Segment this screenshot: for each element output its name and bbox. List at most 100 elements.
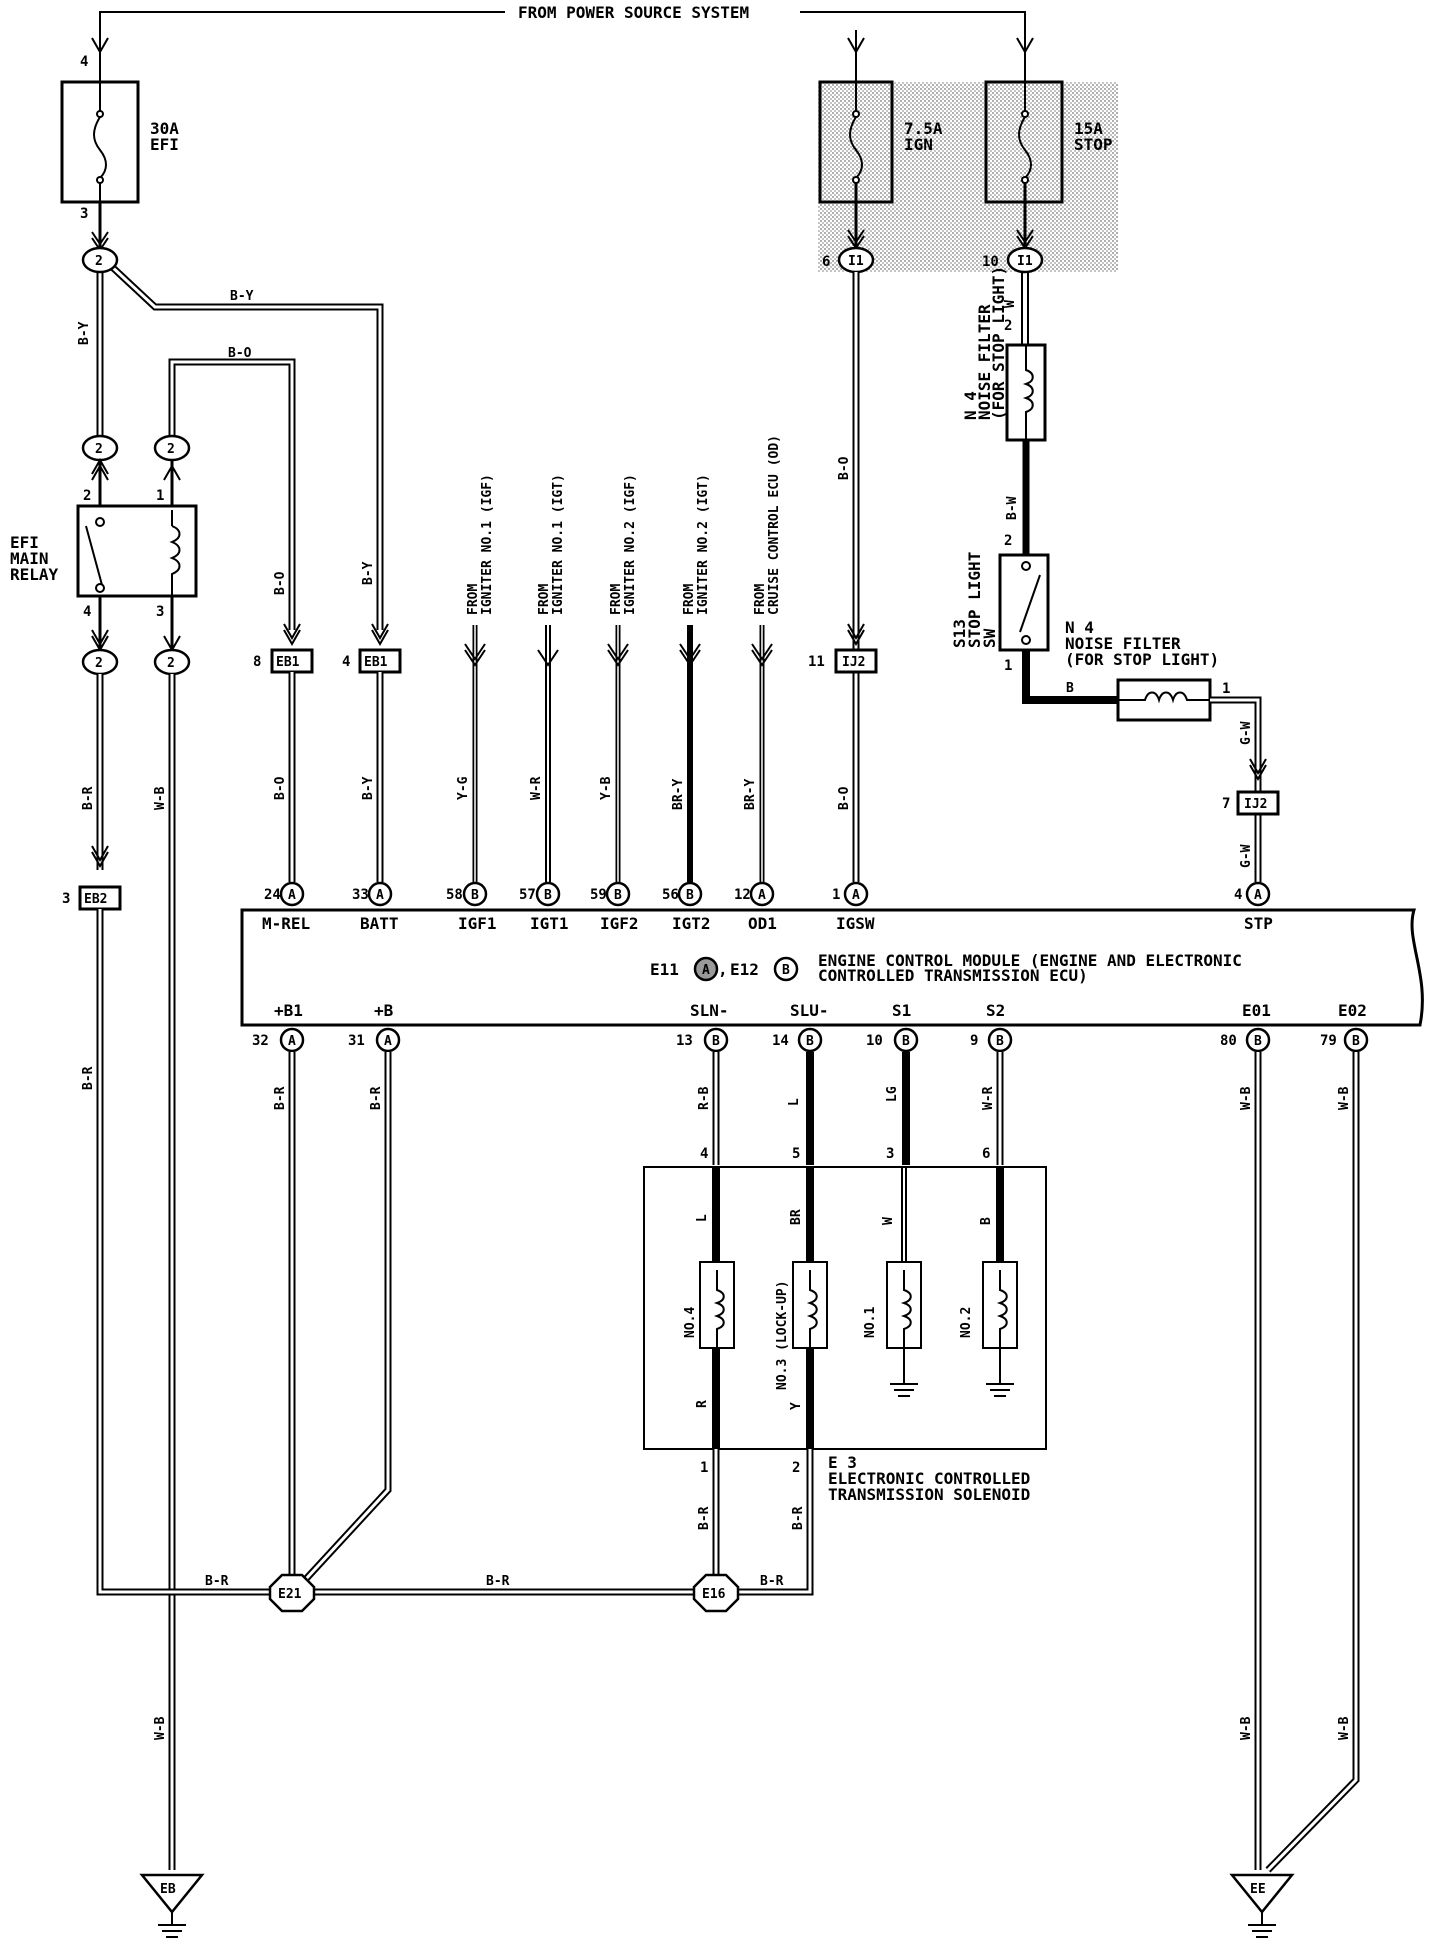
relay-label-1: EFI (10, 533, 39, 552)
svg-text:(FOR STOP LIGHT): (FOR STOP LIGHT) (1065, 650, 1219, 669)
svg-text:B: B (902, 1034, 910, 1049)
ecm-title-line2: CONTROLLED TRANSMISSION ECU) (818, 966, 1088, 985)
svg-text:2: 2 (83, 488, 91, 504)
noise-filter-upper: NOISE FILTER (FOR STOP LIGHT) N 4 (961, 266, 1047, 442)
svg-text:NO.3 (LOCK-UP): NO.3 (LOCK-UP) (775, 1280, 790, 1390)
svg-text:S2: S2 (986, 1001, 1005, 1020)
wire-b-r-e21-e16: B-R (310, 1574, 698, 1596)
svg-text:B-W: B-W (1005, 496, 1020, 520)
svg-text:24: 24 (264, 887, 281, 903)
ecm-pin-stp: A 4 STP (1234, 881, 1273, 933)
svg-text:IJ2: IJ2 (842, 655, 865, 670)
wire-label-bo-eb1: B-O (273, 571, 288, 595)
input-igniter-1-igf: FROM IGNITER NO.1 (IGF) Y-G (456, 474, 495, 882)
svg-text:W-B: W-B (1239, 1086, 1254, 1110)
svg-text:B-R: B-R (760, 1574, 784, 1589)
svg-text:12: 12 (734, 887, 751, 903)
svg-text:(FOR STOP LIGHT): (FOR STOP LIGHT) (989, 266, 1008, 420)
svg-text:R: R (695, 1400, 710, 1408)
ecm-pin-s1: S1 B 10 (866, 1001, 919, 1053)
wire-label-by-top: B-Y (230, 289, 254, 304)
svg-text:W-B: W-B (1239, 1716, 1254, 1740)
svg-text:BR-Y: BR-Y (743, 779, 758, 810)
svg-text:B: B (544, 888, 552, 903)
svg-text:4: 4 (700, 1146, 708, 1162)
svg-text:E12: E12 (730, 960, 759, 979)
wire-w-stop: W 2 (1003, 272, 1029, 345)
svg-text:OD1: OD1 (748, 914, 777, 933)
svg-text:B-Y: B-Y (361, 776, 376, 800)
svg-text:IJ2: IJ2 (1244, 797, 1267, 812)
wire-bo-to-ecm: B-O (273, 672, 296, 882)
svg-text:SLU-: SLU- (790, 1001, 829, 1020)
ecm-pin-igt2: B 56 IGT2 (662, 881, 711, 933)
svg-text:A: A (758, 888, 766, 903)
wire-gw-stop: G-W G-W (1210, 696, 1267, 882)
wire-b-r-eb2-e21: B-R B-R (81, 909, 278, 1596)
svg-text:33: 33 (352, 887, 369, 903)
junction-efi-label: 2 (95, 254, 103, 269)
ecm-pin-batt: A 33 BATT (352, 881, 399, 933)
wire-b-stop: B (1022, 650, 1118, 704)
svg-text:NOISE FILTER: NOISE FILTER (1065, 634, 1181, 653)
svg-text:FROM: FROM (753, 584, 768, 615)
svg-text:IGT2: IGT2 (672, 914, 711, 933)
wire-label-bo-top: B-O (228, 346, 252, 361)
svg-text:E21: E21 (278, 1587, 302, 1602)
svg-text:5: 5 (792, 1146, 800, 1162)
svg-text:A: A (852, 888, 860, 903)
wire-by-to-ecm: B-Y (361, 672, 384, 882)
wire-wb-e02: W-B W-B (1265, 1052, 1360, 1873)
svg-text:W-R: W-R (529, 776, 544, 800)
svg-text:15A: 15A (1074, 119, 1103, 138)
efi-fuse-pin-out: 3 (80, 206, 88, 222)
wire-b-r-relay: B-R (81, 674, 109, 870)
wire-bo-ign: B-O B-O (837, 272, 865, 882)
svg-text:L: L (787, 1098, 802, 1106)
svg-text:IGNITER NO.2 (IGF): IGNITER NO.2 (IGF) (623, 474, 638, 615)
svg-text:+B1: +B1 (274, 1001, 303, 1020)
svg-text:8: 8 (253, 654, 261, 670)
ign-fuse: 7.5A IGN I1 6 (818, 30, 943, 274)
connector-eb1-b: EB1 4 (342, 623, 402, 674)
svg-text:B-R: B-R (81, 786, 96, 810)
ground-eb: EB (139, 1873, 205, 1938)
wire-wb-e01: W-B W-B (1239, 1052, 1262, 1870)
ecm-pin-b: +B A 31 (348, 1001, 401, 1053)
svg-text:NO.2: NO.2 (959, 1307, 974, 1338)
ecm-pin-s2: S2 B 9 (970, 1001, 1013, 1053)
svg-text:FROM: FROM (682, 584, 697, 615)
svg-text:6: 6 (982, 1146, 990, 1162)
svg-text:B: B (686, 888, 694, 903)
svg-text:7: 7 (1222, 796, 1230, 812)
svg-text:FROM: FROM (537, 584, 552, 615)
svg-text:BR-Y: BR-Y (671, 779, 686, 810)
svg-text:E01: E01 (1242, 1001, 1271, 1020)
svg-text:79: 79 (1320, 1033, 1337, 1049)
svg-text:B-R: B-R (205, 1574, 229, 1589)
svg-text:G-W: G-W (1239, 844, 1254, 868)
svg-text:13: 13 (676, 1033, 693, 1049)
svg-text:B-O: B-O (837, 456, 852, 480)
relay-label-2: MAIN (10, 549, 49, 568)
relay-label-3: RELAY (10, 565, 59, 584)
svg-text:4: 4 (1234, 887, 1242, 903)
wire-b-o-relay: B-O B-O (168, 346, 296, 630)
svg-text:STOP: STOP (1074, 135, 1113, 154)
svg-text:E16: E16 (702, 1587, 726, 1602)
ecm-pin-igt1: B 57 IGT1 (519, 881, 569, 933)
svg-text:ELECTRONIC CONTROLLED: ELECTRONIC CONTROLLED (828, 1469, 1030, 1488)
svg-text:32: 32 (252, 1033, 269, 1049)
svg-text:M-REL: M-REL (262, 914, 310, 933)
input-cruise-control-ecu: FROM CRUISE CONTROL ECU (OD) BR-Y (743, 435, 782, 882)
svg-text:SLN-: SLN- (690, 1001, 729, 1020)
svg-text:LG: LG (885, 1086, 900, 1102)
input-igniter-1-igt: FROM IGNITER NO.1 (IGT) W-R (529, 474, 566, 882)
stop-fuse: 15A STOP I1 10 (982, 37, 1113, 274)
ecm-pin-sln: SLN- B 13 (676, 1001, 729, 1053)
svg-text:Y: Y (789, 1402, 804, 1410)
ecm-pin-b1: +B1 A 32 (252, 1001, 305, 1053)
ecm-pin-igf2: B 59 IGF2 (590, 881, 639, 933)
ecm-pin-od1: A 12 OD1 (734, 881, 777, 933)
svg-text:B-O: B-O (273, 776, 288, 800)
